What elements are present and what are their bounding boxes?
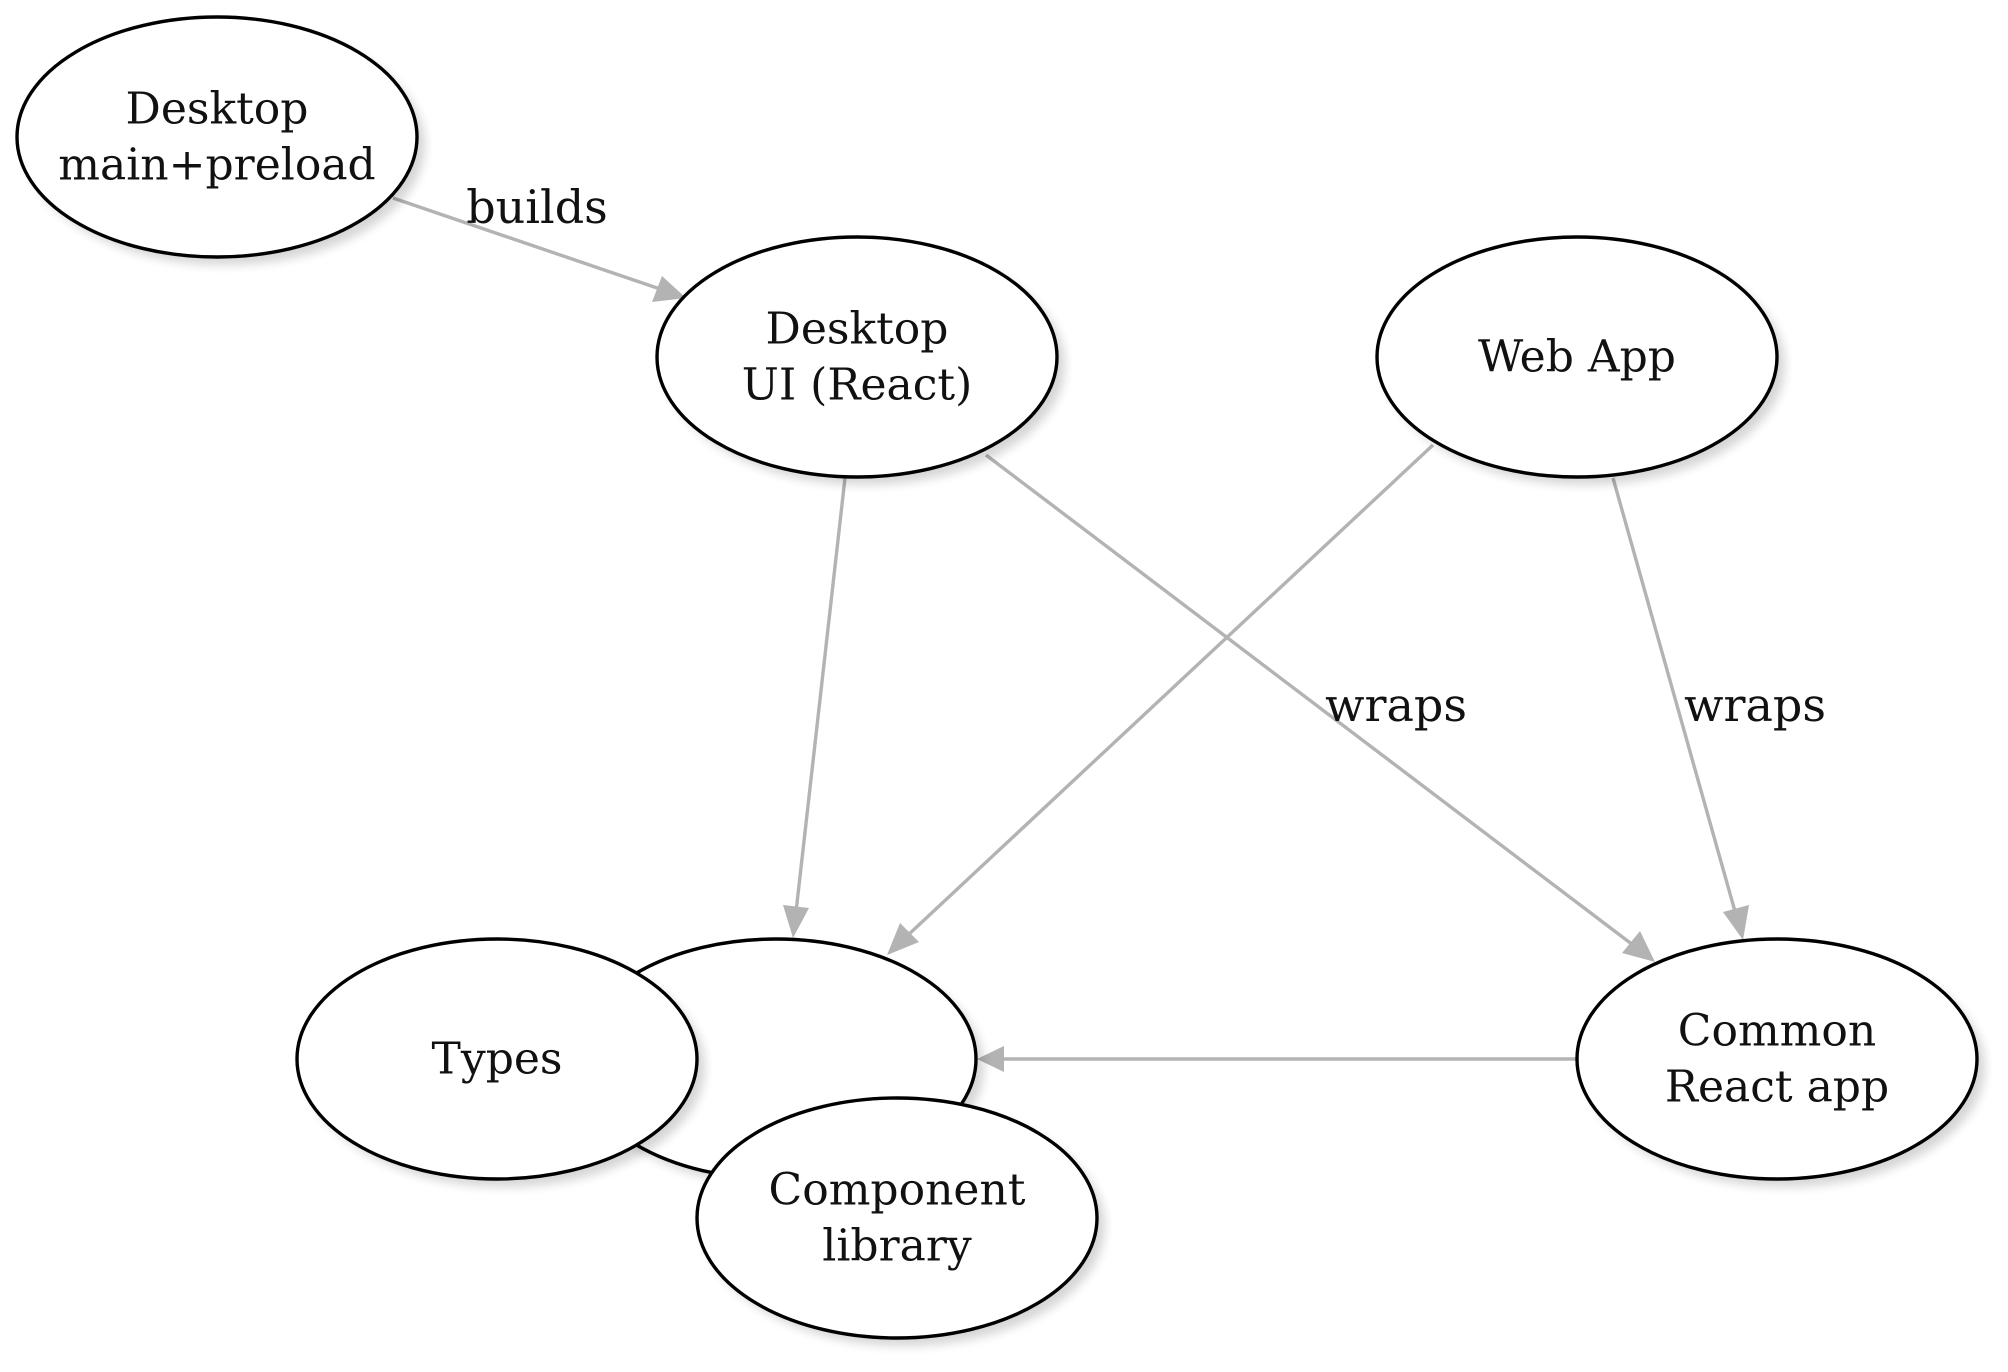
node-desktop-ui-react: Desktop UI (React) [655,235,1065,485]
node-label: Types [432,1034,563,1085]
node-label: Common [1678,1006,1876,1057]
edge-builds: builds [392,180,686,302]
node-label: Desktop [126,84,309,135]
node-label: main+preload [58,140,375,191]
node-component-library: Component library [695,1096,1105,1346]
edge-wraps-desktop-ui: wraps [984,453,1655,962]
edge-label-builds: builds [466,180,608,234]
edges: builds wraps wraps [392,180,1826,1072]
node-web-app: Web App [1375,235,1785,485]
edge-label-wraps-right: wraps [1684,678,1826,732]
edge-web-app-to-blank [887,443,1435,955]
node-label: UI (React) [742,360,973,411]
node-desktop-main-preload: Desktop main+preload [15,15,425,265]
edge-wraps-web-app: wraps [1611,477,1826,940]
node-label: Component [769,1165,1026,1216]
edge-desktop-ui-to-blank [783,477,847,938]
node-label: React app [1665,1062,1889,1113]
edge-label-wraps-left: wraps [1325,678,1467,732]
node-label: Web App [1478,332,1676,383]
node-label: Desktop [766,304,949,355]
node-label: library [822,1221,972,1272]
edge-common-to-blank [977,1046,1577,1072]
node-types: Types [295,937,705,1187]
nodes: Desktop main+preload Desktop UI (React) … [15,15,1985,1346]
node-common-react-app: Common React app [1575,937,1985,1187]
